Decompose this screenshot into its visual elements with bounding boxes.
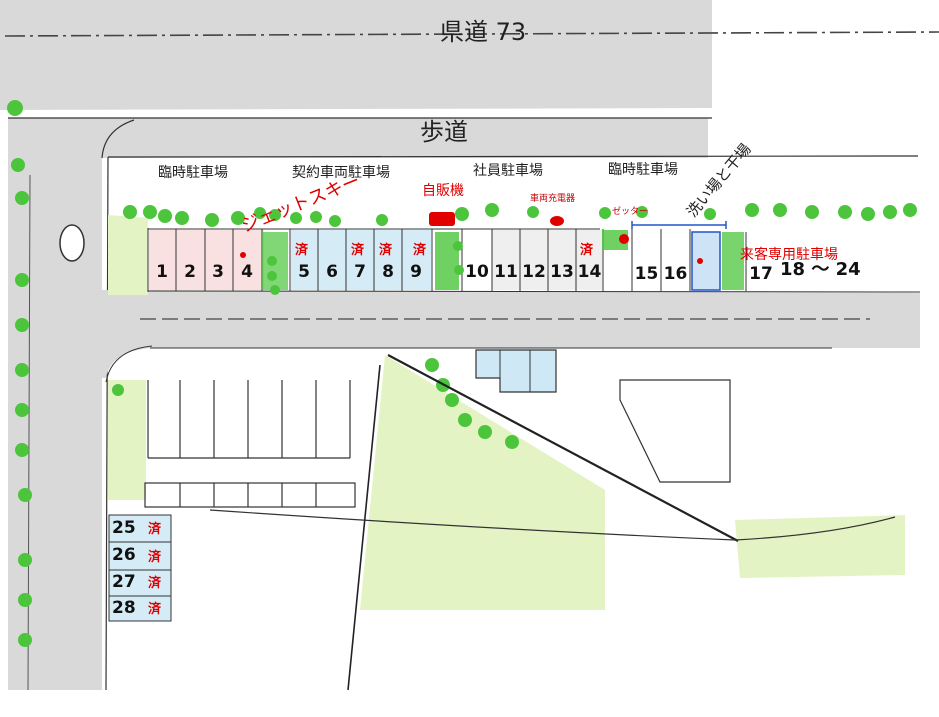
- space-5: 5: [298, 262, 310, 282]
- space-17: 17: [749, 264, 773, 284]
- space-4: 4: [241, 262, 253, 282]
- contract-parking: [291, 230, 431, 290]
- space-13: 13: [550, 262, 574, 282]
- lower-parking-lines: [144, 380, 356, 508]
- jetski-marker: [240, 252, 246, 258]
- status-mark-5: 済: [295, 243, 309, 258]
- space-15: 15: [634, 264, 659, 284]
- lawn-right: [735, 515, 905, 578]
- parking-25-28: [108, 514, 172, 622]
- space-11: 11: [494, 262, 518, 282]
- space-27: 27: [112, 572, 136, 592]
- space-9: 9: [410, 262, 422, 282]
- roundabout-island: [59, 224, 85, 262]
- status-mark-28: 済: [148, 602, 162, 617]
- space-16: 16: [663, 264, 688, 284]
- staff-parking: [492, 230, 602, 290]
- building-right: [619, 379, 731, 483]
- status-mark-14: 済: [580, 243, 594, 258]
- temporary-parking-left-label: 臨時駐車場: [158, 165, 228, 181]
- status-mark-27: 済: [148, 576, 162, 591]
- space-18-24: 18 ～ 24: [780, 259, 861, 280]
- space-10: 10: [465, 262, 489, 282]
- green-block-vending: [435, 232, 459, 290]
- space-7: 7: [354, 262, 366, 282]
- space-26: 26: [112, 545, 136, 565]
- prefectural-road-label: 県道 73: [440, 18, 527, 46]
- staff-parking-label: 社員駐車場: [473, 163, 543, 179]
- space-3: 3: [212, 262, 224, 282]
- space-28: 28: [112, 598, 136, 618]
- driveway: [102, 290, 920, 378]
- space-14: 14: [577, 262, 602, 282]
- status-mark-7: 済: [351, 243, 365, 258]
- customer-parking-label: 来客専用駐車場: [740, 247, 838, 263]
- lawn-left: [108, 215, 148, 295]
- status-mark-9: 済: [413, 243, 427, 258]
- status-mark-26: 済: [148, 550, 162, 565]
- wash-marker: [697, 258, 703, 264]
- vending-machine-marker: [429, 212, 455, 226]
- temporary-parking-left: [149, 230, 264, 290]
- lawn-center: [360, 355, 605, 610]
- temporary-parking-right-label: 臨時駐車場: [608, 162, 678, 178]
- wash-area-box: [691, 231, 721, 291]
- setter-label: ゼッター: [612, 207, 649, 217]
- trees: [7, 100, 917, 647]
- setter-marker: [619, 234, 629, 244]
- prefectural-road: [0, 0, 712, 110]
- lawn-left-lower: [108, 380, 146, 500]
- space-2: 2: [184, 262, 196, 282]
- vending-machine-label: 自販機: [422, 183, 464, 199]
- sidewalk: [8, 118, 708, 158]
- path-curve: [209, 509, 896, 541]
- side-road: [8, 158, 102, 690]
- vertical-line: [347, 364, 381, 691]
- ev-charger-marker: [550, 216, 564, 226]
- diagonal-line: [387, 354, 739, 542]
- road-centerline: [4, 31, 939, 37]
- building-blue: [475, 349, 557, 393]
- space-25: 25: [112, 518, 136, 538]
- status-mark-8: 済: [379, 243, 393, 258]
- contract-parking-label: 契約車両駐車場: [292, 165, 390, 181]
- sidewalk-label: 歩道: [420, 118, 468, 146]
- status-mark-25: 済: [148, 522, 162, 537]
- space-8: 8: [382, 262, 394, 282]
- space-6: 6: [326, 262, 338, 282]
- green-block-customer: [722, 232, 744, 290]
- ev-charger-label: 車両充電器: [530, 194, 576, 204]
- space-12: 12: [522, 262, 546, 282]
- space-1: 1: [156, 262, 168, 282]
